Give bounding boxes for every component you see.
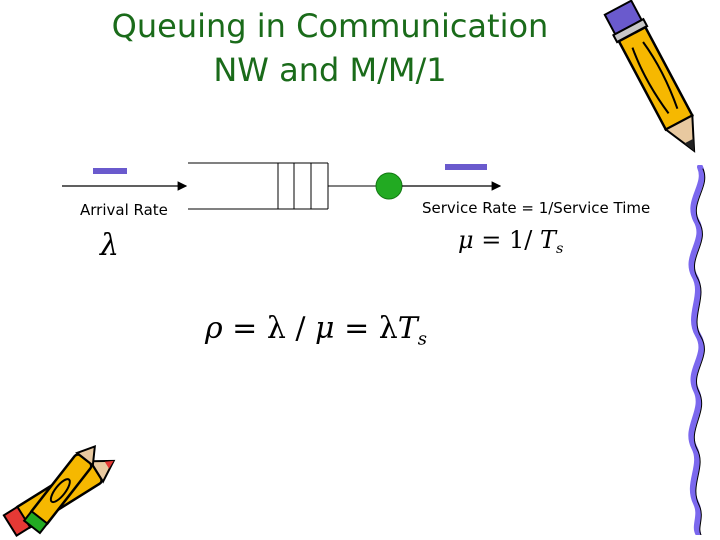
pencil-icon xyxy=(603,0,696,153)
rho-symbol: ρ xyxy=(205,311,223,346)
utilization-formula: ρ = λ / μ = λTs xyxy=(205,311,427,349)
service-rate-formula: μ = 1/ Ts xyxy=(458,226,563,257)
departure-packet xyxy=(445,164,487,170)
squiggle-line xyxy=(688,165,706,535)
service-time-symbol: T xyxy=(539,226,556,254)
utilization-formula-part2: = λ xyxy=(334,311,398,346)
title-line-2: NW and M/M/1 xyxy=(213,51,447,89)
mu-symbol: μ xyxy=(458,226,474,254)
server-node xyxy=(375,172,403,200)
queue-buffer xyxy=(188,162,329,210)
service-rate-label: Service Rate = 1/Service Time xyxy=(422,199,651,217)
title-line-1: Queuing in Communication xyxy=(111,7,549,45)
lambda-symbol: λ xyxy=(100,228,120,263)
arrival-packet xyxy=(93,168,127,174)
utilization-mu-symbol: μ xyxy=(315,311,335,346)
utilization-time-subscript: s xyxy=(417,328,428,350)
crayons-icon xyxy=(2,444,116,538)
service-time-subscript: s xyxy=(555,241,564,258)
utilization-time-symbol: T xyxy=(397,311,418,346)
utilization-formula-part1: = λ / xyxy=(222,311,316,346)
arrival-rate-label: Arrival Rate xyxy=(80,201,168,219)
page-title: Queuing in Communication NW and M/M/1 xyxy=(40,4,620,92)
service-formula-eq: = 1/ xyxy=(473,226,540,254)
